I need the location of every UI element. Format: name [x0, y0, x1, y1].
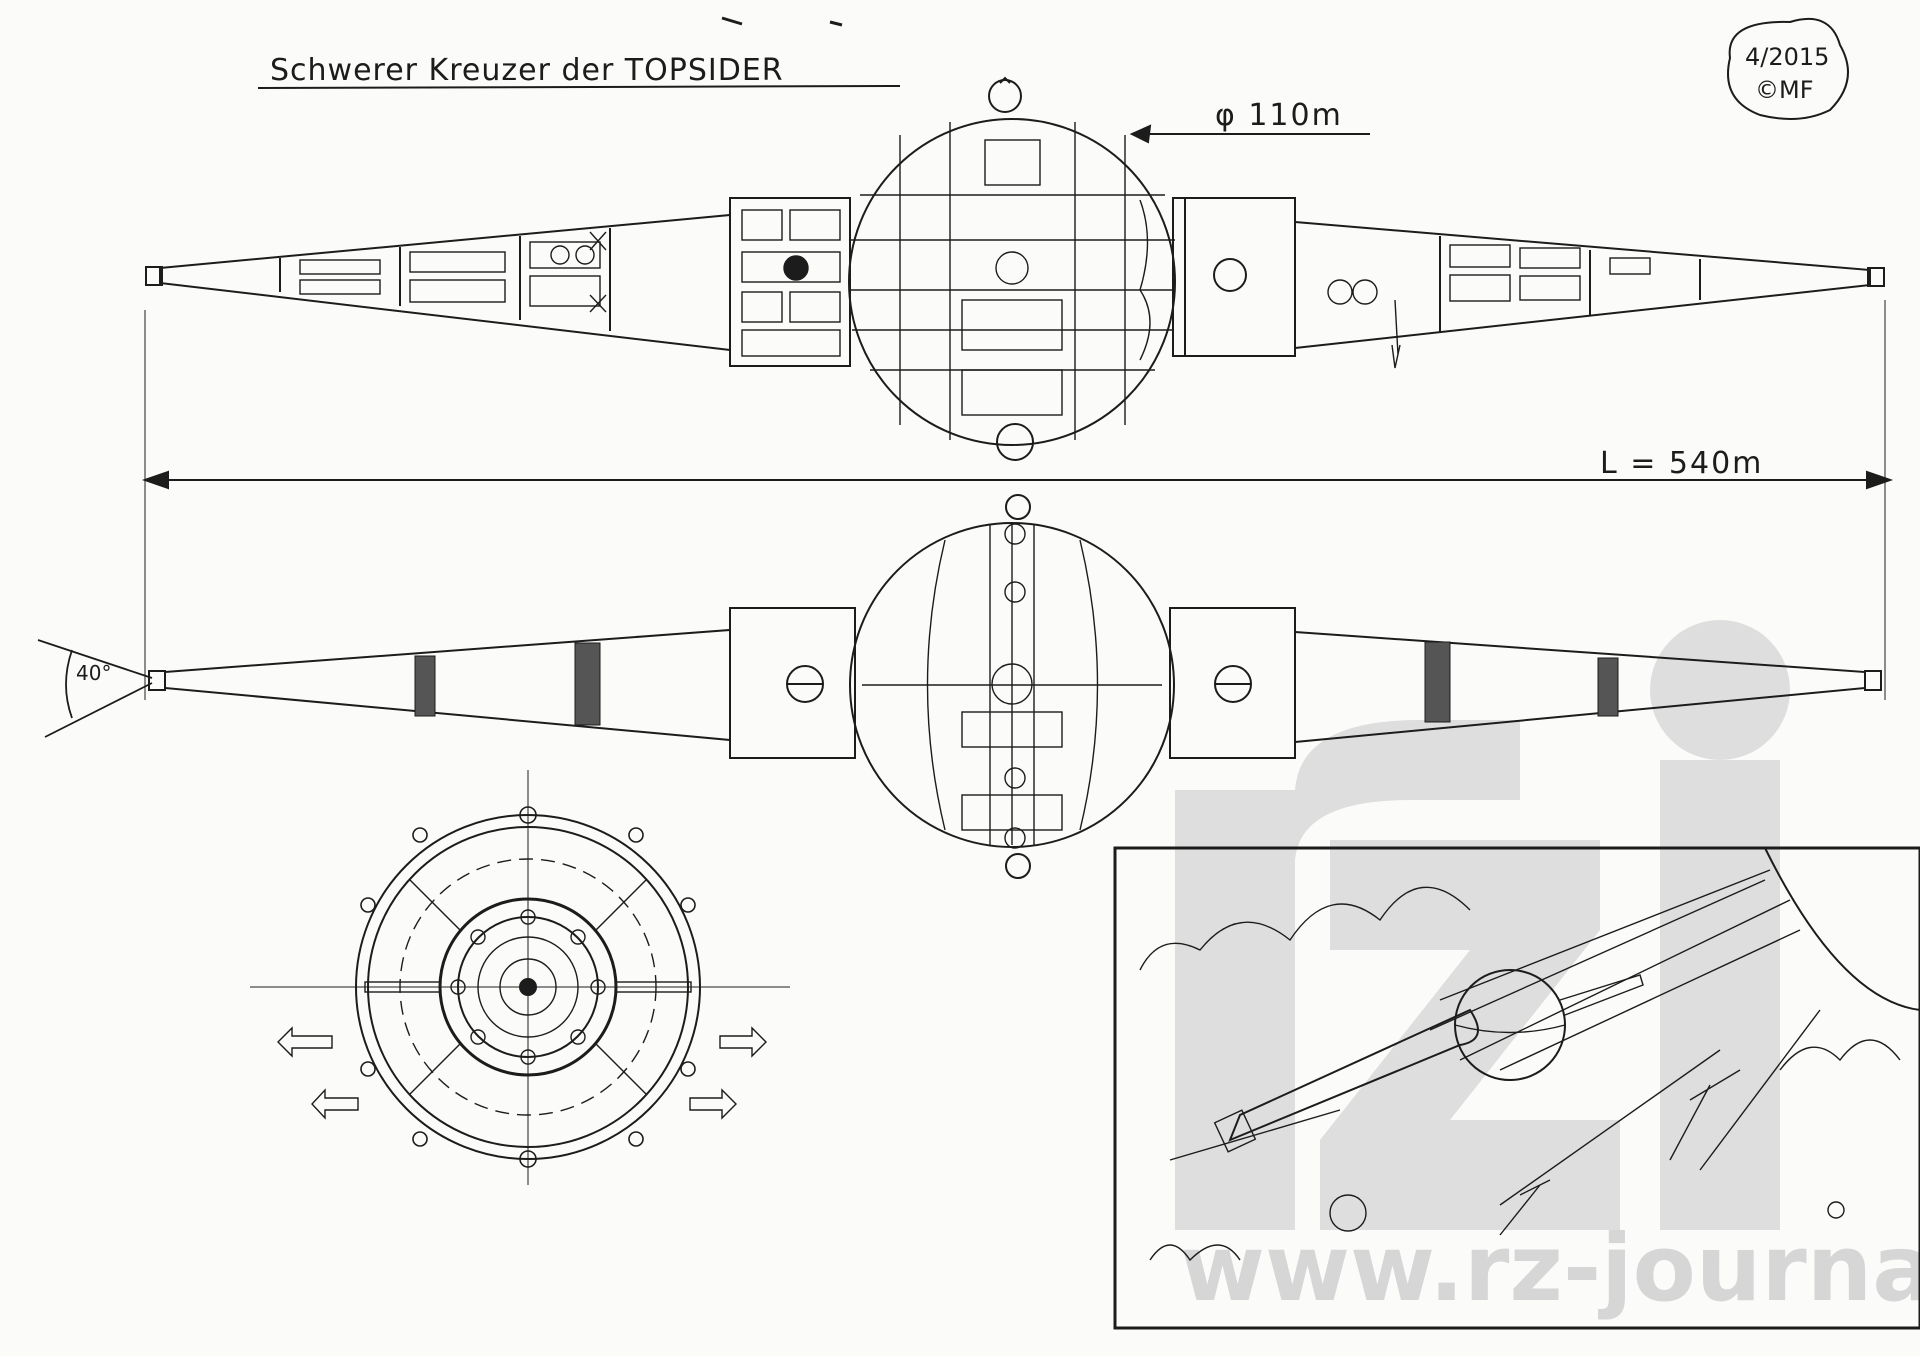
left-module-side [729, 607, 856, 759]
illustration-panel [1113, 846, 1920, 1330]
front-outer-hull [355, 814, 701, 1160]
date-stamp: 4/2015 [1745, 43, 1829, 71]
planet-edge [1764, 847, 1920, 1011]
diameter-dimension [1129, 124, 1370, 144]
left-boom-side [164, 628, 731, 742]
rz-logo-watermark [1175, 620, 1790, 1230]
stamp-cloud [1727, 17, 1849, 120]
right-boom-top [1294, 220, 1871, 350]
left-boom-top [159, 213, 731, 352]
pen-marks [721, 16, 843, 27]
angle-dimension [37, 639, 153, 738]
title-underline [257, 85, 901, 89]
top-view-cutaway [145, 76, 1885, 461]
right-module-top [1172, 197, 1296, 357]
watermark-url: www.rz-journal.de [1180, 1215, 1920, 1322]
front-view [250, 770, 790, 1185]
side-view [148, 494, 1882, 879]
length-label: L = 540m [1600, 446, 1763, 481]
drawing-title: Schwerer Kreuzer der TOPSIDER [270, 53, 784, 88]
main-sphere-top [848, 118, 1176, 446]
angle-label: 40° [76, 661, 111, 685]
diameter-label: φ 110m [1215, 98, 1343, 133]
length-dimension [141, 300, 1894, 700]
author-stamp: ©MF [1755, 76, 1814, 104]
